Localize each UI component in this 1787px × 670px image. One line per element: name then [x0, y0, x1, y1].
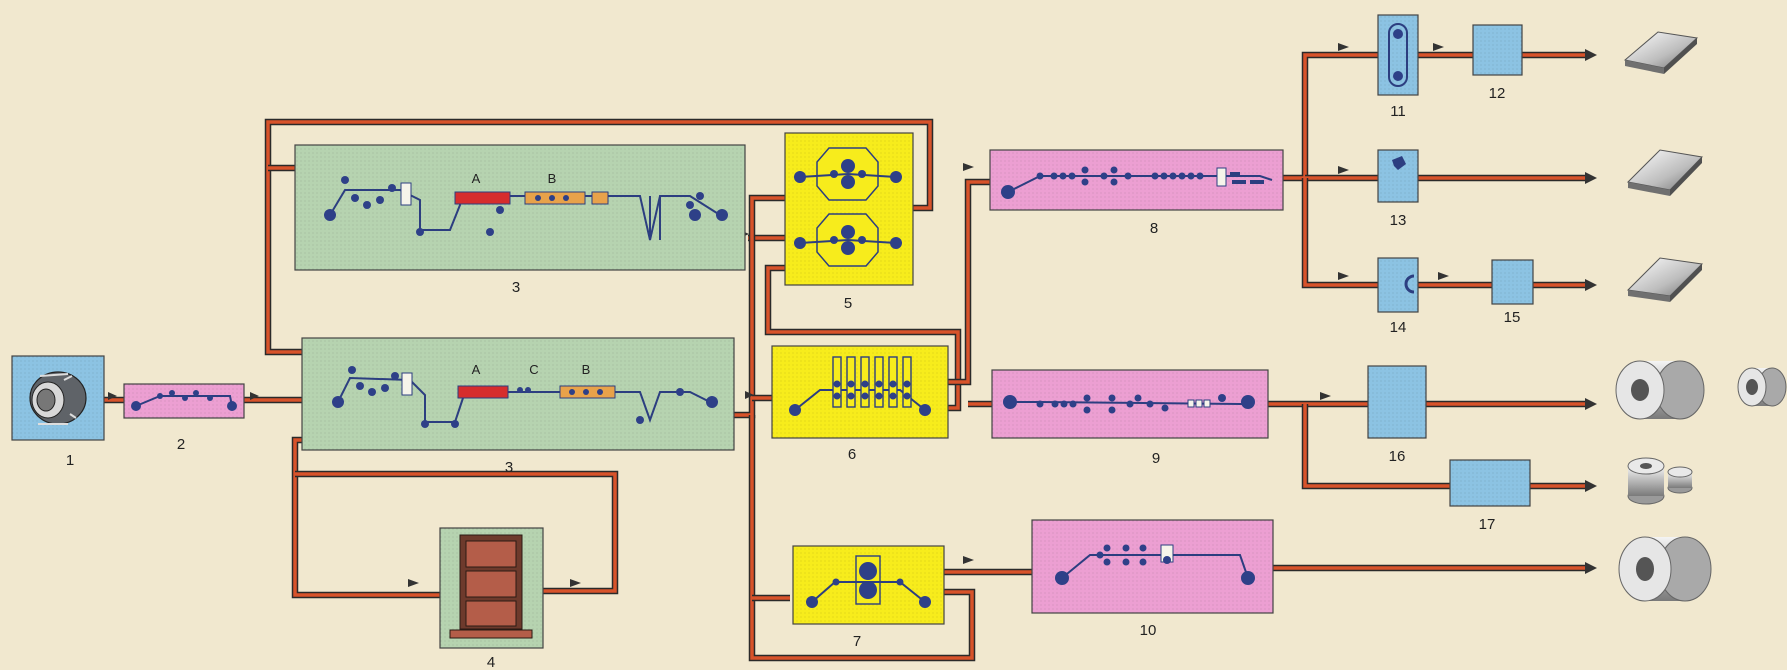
unit-7-temper-mill	[792, 545, 945, 625]
unit-1-coil-input	[11, 355, 105, 441]
unit-12-label: 12	[1489, 85, 1506, 102]
unit-8-finishing-line	[989, 149, 1284, 211]
unit-16-coiler	[1367, 365, 1427, 439]
unit-17-slitter	[1449, 459, 1531, 507]
unit-6-label: 6	[848, 446, 856, 463]
product-coil-2	[1618, 536, 1712, 602]
unit-2-label: 2	[177, 436, 185, 453]
unit-7-label: 7	[853, 633, 861, 650]
unit-3-lower-annealing-line	[301, 337, 735, 451]
unit-14-label: 14	[1390, 319, 1407, 336]
product-small-coil	[1737, 367, 1787, 407]
unit-3-upper-annealing-line	[294, 144, 746, 271]
unit-11-label: 11	[1390, 103, 1406, 120]
unit-5-cold-rolling-mills	[784, 132, 914, 286]
unit-3-upper-section-b: B	[548, 171, 557, 186]
flow-arrows	[108, 43, 1597, 587]
unit-16-label: 16	[1389, 448, 1406, 465]
unit-1-label: 1	[66, 452, 74, 469]
unit-12-stacker	[1472, 24, 1523, 76]
unit-17-label: 17	[1479, 516, 1496, 533]
unit-13-cutter	[1377, 149, 1419, 203]
product-coil-1	[1615, 360, 1705, 420]
unit-11-shear	[1377, 14, 1419, 96]
unit-3-lower-section-c: C	[529, 362, 538, 377]
unit-10-finishing-line	[1031, 519, 1274, 614]
unit-9-label: 9	[1152, 450, 1160, 467]
unit-2-entry-section	[123, 383, 245, 419]
unit-13-label: 13	[1390, 212, 1407, 229]
unit-15-label: 15	[1504, 309, 1521, 326]
unit-9-finishing-line	[991, 369, 1269, 439]
unit-3-lower-section-a: A	[472, 362, 481, 377]
unit-5-label: 5	[844, 295, 852, 312]
product-slit-coils	[1627, 457, 1693, 505]
unit-15-stacker	[1491, 259, 1534, 305]
unit-3-lower-section-b: B	[582, 362, 591, 377]
unit-3-upper-label: 3	[512, 279, 520, 296]
unit-8-label: 8	[1150, 220, 1158, 237]
unit-3-upper-section-a: A	[472, 171, 481, 186]
unit-4-batch-furnace	[439, 527, 544, 649]
flow-lines	[100, 51, 1585, 662]
unit-4-label: 4	[487, 654, 495, 670]
product-sheet-stack-2	[1626, 149, 1704, 196]
unit-3-lower-label: 3	[505, 459, 513, 476]
product-sheet-stack-1	[1623, 31, 1699, 74]
unit-6-tandem-mill	[771, 345, 949, 439]
unit-14-shear	[1377, 257, 1419, 313]
product-sheet-stack-3	[1626, 257, 1704, 302]
unit-10-label: 10	[1140, 622, 1157, 639]
